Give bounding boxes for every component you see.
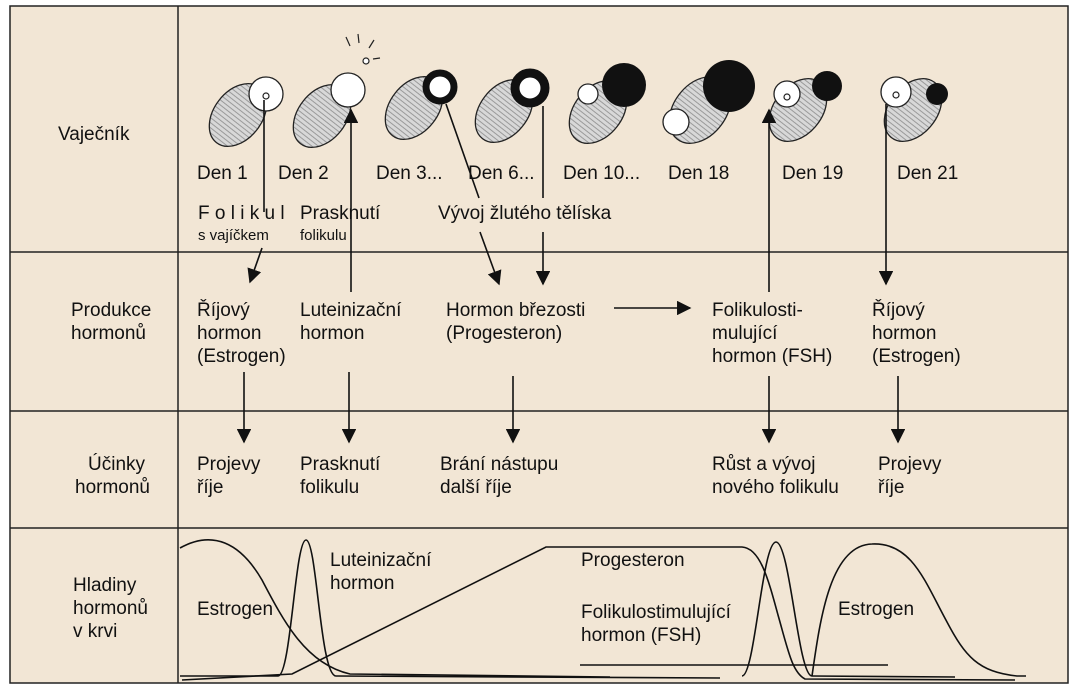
day-label: Den 6... xyxy=(468,163,535,184)
row-label-effects-2: hormonů xyxy=(75,477,150,498)
hormone-estrogen-1: hormon xyxy=(197,323,261,344)
hormone-lh: hormon xyxy=(300,323,364,344)
hormone-fsh: Folikulosti- xyxy=(712,300,803,321)
hormone-estrogen-1: Říjový xyxy=(197,299,250,321)
row-label-levels-3: v krvi xyxy=(73,621,117,642)
hormone-estrogen-1: (Estrogen) xyxy=(197,346,286,367)
hormone-estrogen-2: (Estrogen) xyxy=(872,346,961,367)
effect-prevents-heat: Brání nástupu xyxy=(440,454,558,475)
row-label-production-1: Produkce xyxy=(71,300,151,321)
hormone-progesterone: (Progesteron) xyxy=(446,323,562,344)
effect-rupture: folikulu xyxy=(300,477,359,498)
hormone-fsh: mulující xyxy=(712,323,778,344)
effect-new-follicle: nového folikulu xyxy=(712,477,839,498)
curve-label-lh: hormon xyxy=(330,573,394,594)
effect-prevents-heat: další říje xyxy=(440,477,512,498)
curve-label-fsh: hormon (FSH) xyxy=(581,625,701,646)
event-rupture-sub: folikulu xyxy=(300,227,347,244)
effect-rupture: Prasknutí xyxy=(300,454,381,475)
curve-label-fsh: Folikulostimulující xyxy=(581,602,732,623)
day-label: Den 2 xyxy=(278,163,329,184)
curve-label-lh: Luteinizační xyxy=(330,550,432,571)
effect-new-follicle: Růst a vývoj xyxy=(712,454,815,475)
row-label-effects-1: Účinky xyxy=(88,453,146,475)
event-rupture: Prasknutí xyxy=(300,203,381,224)
effect-heat-signs-1: Projevy xyxy=(197,454,261,475)
event-corpus-luteum: Vývoj žlutého tělíska xyxy=(438,203,612,224)
row-label-levels-2: hormonů xyxy=(73,598,148,619)
event-follicle: F o l i k u l xyxy=(198,203,285,224)
effect-heat-signs-2: říje xyxy=(878,477,904,498)
curve-label-estrogen-right: Estrogen xyxy=(838,599,914,620)
hormone-estrogen-2: Říjový xyxy=(872,299,925,321)
curve-label-progesterone: Progesteron xyxy=(581,550,685,571)
hormone-fsh: hormon (FSH) xyxy=(712,346,832,367)
day-label: Den 18 xyxy=(668,163,729,184)
effect-heat-signs-1: říje xyxy=(197,477,223,498)
row-label-ovary: Vaječník xyxy=(58,124,130,145)
day-label: Den 10... xyxy=(563,163,640,184)
hormone-progesterone: Hormon březosti xyxy=(446,300,585,321)
day-label: Den 3... xyxy=(376,163,443,184)
row-label-levels-1: Hladiny xyxy=(73,575,137,596)
hormone-lh: Luteinizační xyxy=(300,300,402,321)
day-label: Den 19 xyxy=(782,163,843,184)
day-label: Den 1 xyxy=(197,163,248,184)
row-label-production-2: hormonů xyxy=(71,323,146,344)
curve-label-estrogen-left: Estrogen xyxy=(197,599,273,620)
event-follicle-sub: s vajíčkem xyxy=(198,227,269,244)
hormone-estrogen-2: hormon xyxy=(872,323,936,344)
effect-heat-signs-2: Projevy xyxy=(878,454,942,475)
day-label: Den 21 xyxy=(897,163,958,184)
